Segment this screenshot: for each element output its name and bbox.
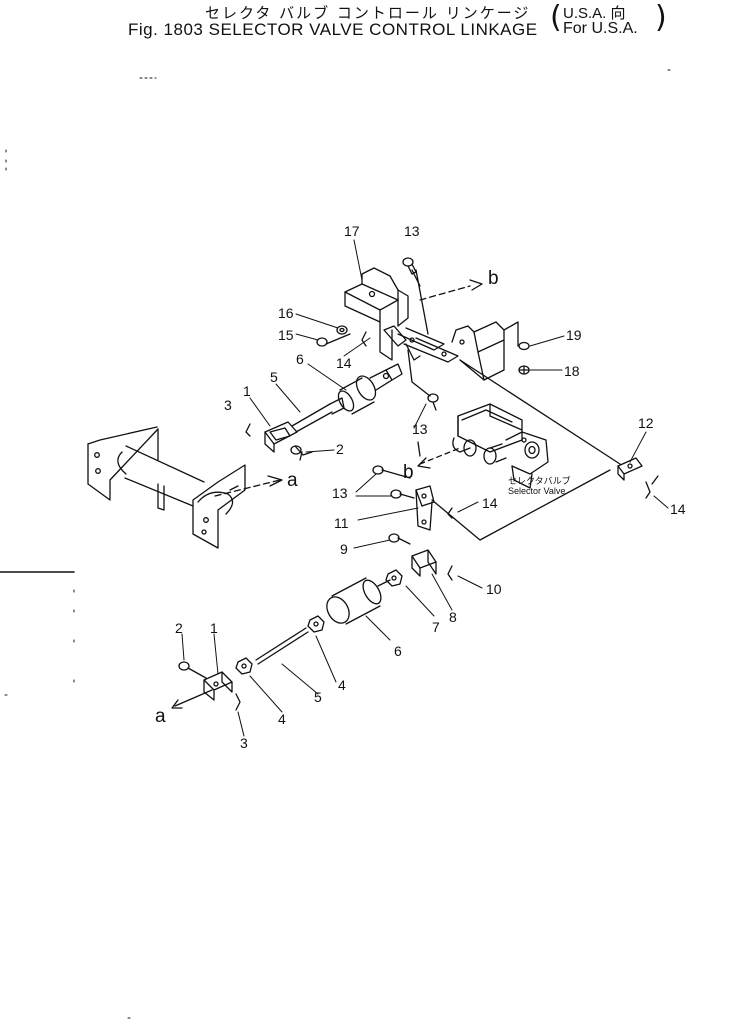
callout-19: 19 bbox=[566, 327, 582, 343]
figure-number: Fig. 1803 bbox=[128, 20, 204, 39]
ref-line-a-lower bbox=[174, 689, 213, 707]
link-plates bbox=[383, 325, 459, 363]
callout-16: 16 bbox=[278, 305, 294, 321]
callout-13-pair: 13 bbox=[332, 485, 348, 501]
callout-11: 11 bbox=[334, 515, 349, 531]
mounting-bracket-assembly bbox=[87, 426, 246, 549]
leader-tick bbox=[651, 475, 659, 485]
callout-18: 18 bbox=[564, 363, 580, 379]
title-english: Fig. 1803 SELECTOR VALVE CONTROL LINKAGE bbox=[128, 20, 538, 40]
cotter-pin-14-right bbox=[645, 481, 651, 499]
ref-letter-a-lower: a bbox=[155, 706, 166, 727]
ref-arrow-a-upper bbox=[267, 475, 283, 487]
rod-stub bbox=[417, 441, 421, 457]
cotter-pin-3-upper bbox=[245, 423, 251, 437]
rod-5-lower bbox=[255, 627, 309, 665]
nut-4-right bbox=[307, 615, 325, 633]
callout-14-right: 14 bbox=[670, 501, 686, 517]
valve-label-jp: セレクタバルブ bbox=[508, 475, 571, 486]
callout-12: 12 bbox=[638, 415, 654, 431]
long-rod-upper bbox=[459, 359, 621, 465]
reference-letters: b b a a bbox=[155, 268, 499, 727]
bolt-13-middle bbox=[427, 393, 439, 411]
selector-valve bbox=[452, 403, 549, 489]
callout-2-upper: 2 bbox=[336, 441, 344, 457]
cotter-pin-14-mid bbox=[447, 507, 453, 519]
nut-4-left bbox=[235, 657, 253, 675]
callout-numbers: 17 13 16 15 14 6 5 1 3 2 13 19 18 12 14 … bbox=[175, 223, 686, 751]
bolt-15-washer-16 bbox=[316, 325, 351, 347]
upper-linkage bbox=[264, 363, 403, 461]
bracket-close: ) bbox=[655, 0, 667, 35]
clevis-1-lower bbox=[203, 671, 233, 701]
callout-10: 10 bbox=[486, 581, 502, 597]
ref-letter-b-upper: b bbox=[488, 268, 499, 289]
cotter-pin-3-lower bbox=[235, 693, 241, 711]
callout-4-right: 4 bbox=[338, 677, 346, 693]
plate-12 bbox=[617, 457, 643, 481]
callout-6-upper: 6 bbox=[296, 351, 304, 367]
callout-9: 9 bbox=[340, 541, 348, 557]
leader-lines bbox=[181, 239, 669, 737]
ref-arrow-a-lower bbox=[171, 699, 183, 709]
callout-14-upper: 14 bbox=[336, 355, 352, 371]
ref-arrow-b-upper bbox=[469, 279, 483, 291]
callout-2-lower: 2 bbox=[175, 620, 183, 636]
scan-dots bbox=[4, 69, 671, 1019]
callout-15: 15 bbox=[278, 327, 294, 343]
market-note-japanese: U.S.A. 向 bbox=[563, 5, 626, 22]
bracket-open: ( bbox=[550, 0, 562, 35]
ref-line-b-upper bbox=[419, 285, 471, 301]
leader-line-13 bbox=[415, 269, 429, 335]
bolt-13-top bbox=[402, 257, 421, 287]
bolt-2-upper bbox=[290, 445, 302, 455]
bolt-18 bbox=[518, 365, 530, 375]
bolts-13-pair bbox=[372, 465, 415, 499]
callout-3-lower: 3 bbox=[240, 735, 248, 751]
callout-5-lower: 5 bbox=[314, 689, 322, 705]
callout-14-mid: 14 bbox=[482, 495, 498, 511]
cotter-pin-14-upper bbox=[361, 331, 367, 347]
clevis-8 bbox=[411, 549, 437, 577]
callout-7: 7 bbox=[432, 619, 440, 635]
bolt-9 bbox=[388, 533, 411, 545]
callout-1-lower: 1 bbox=[210, 620, 218, 636]
selector-valve-label: セレクタバルブ Selector Valve bbox=[508, 475, 571, 496]
ref-arrow-b-lower bbox=[417, 457, 431, 469]
ref-line-b-lower bbox=[419, 447, 461, 465]
bolt-2-lower bbox=[178, 661, 207, 679]
market-note-english: For U.S.A. bbox=[563, 20, 638, 37]
callout-13-mid: 13 bbox=[412, 421, 428, 437]
callout-13-top: 13 bbox=[404, 223, 420, 239]
figure-title: SELECTOR VALVE CONTROL LINKAGE bbox=[208, 20, 538, 39]
valve-label-en: Selector Valve bbox=[508, 486, 565, 496]
callout-5-upper: 5 bbox=[270, 369, 278, 385]
damper-6-lower bbox=[326, 577, 391, 625]
callout-1-upper: 1 bbox=[243, 383, 251, 399]
callout-17: 17 bbox=[344, 223, 360, 239]
callout-8: 8 bbox=[449, 609, 457, 625]
ref-line-a-upper bbox=[214, 479, 281, 497]
leader-line-13-mid bbox=[407, 349, 431, 397]
nut-7 bbox=[385, 569, 403, 587]
washer-19 bbox=[518, 341, 530, 351]
ref-letter-a-upper: a bbox=[287, 470, 298, 491]
title-japanese: セレクタ バルブ コントロール リンケージ bbox=[205, 4, 531, 22]
ref-letter-b-lower: b bbox=[403, 462, 414, 483]
cotter-pin-10 bbox=[447, 565, 453, 581]
callout-3-upper: 3 bbox=[224, 397, 232, 413]
callout-6-lower: 6 bbox=[394, 643, 402, 659]
callout-4-left: 4 bbox=[278, 711, 286, 727]
leader-line-19 bbox=[503, 321, 519, 347]
